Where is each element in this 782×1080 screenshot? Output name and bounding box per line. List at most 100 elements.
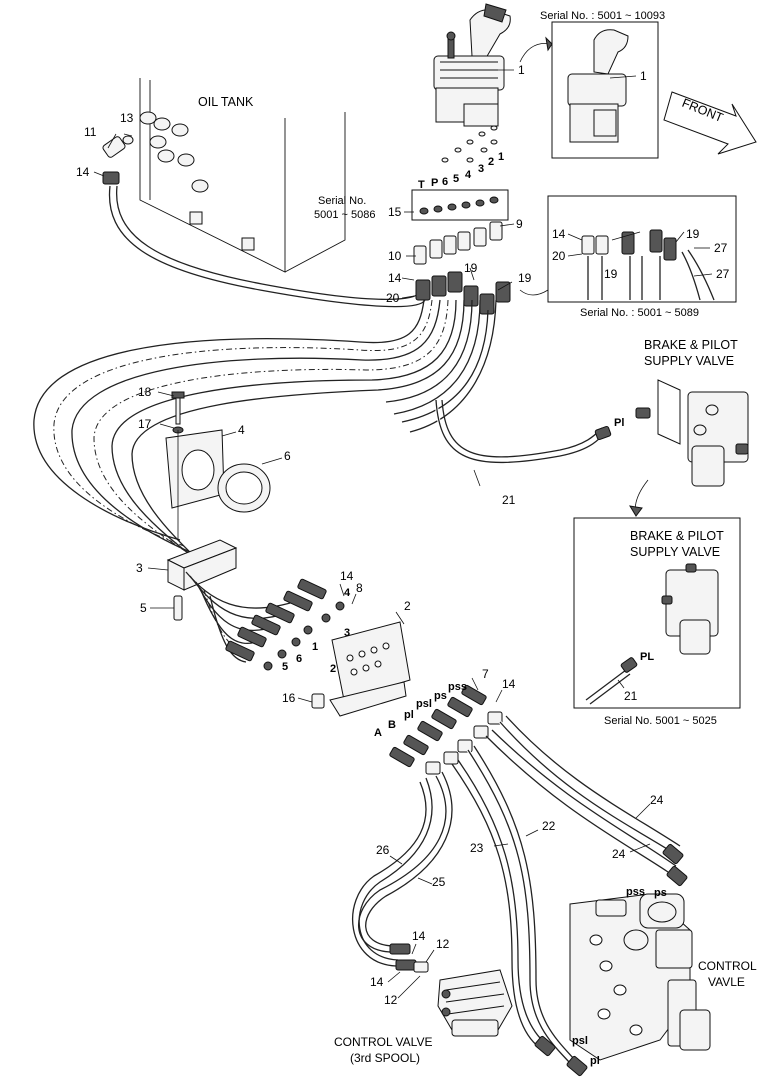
return-hose-to-tank [108,185,426,308]
svg-text:pss: pss [448,681,467,693]
serial-top-right: Serial No. : 5001 ~ 10093 [540,10,665,22]
port-labels-mid: pss ps psl pl B A pss ps psl pl 4 3 2 1 … [282,587,667,1067]
svg-text:6: 6 [442,176,448,188]
inset-joystick-serial-10093: Serial No. : 5001 ~ 10093 [519,10,665,159]
svg-text:15: 15 [388,205,402,219]
svg-text:BRAKE & PILOT: BRAKE & PILOT [644,338,738,352]
tank-elbow-fitting [102,135,134,185]
svg-text:1: 1 [312,641,318,653]
control-valve-hoses [352,715,688,1077]
svg-text:17: 17 [138,417,152,431]
hoses-to-manifold [185,571,345,671]
callout-numbers: 1 1 13 11 14 15 9 10 14 20 19 19 14 20 1… [76,63,730,1007]
svg-text:Serial No.: Serial No. [318,195,366,207]
joystick-hose-fittings [413,221,511,315]
svg-text:SUPPLY VALVE: SUPPLY VALVE [630,545,720,559]
svg-text:4: 4 [344,587,351,599]
svg-text:BRAKE & PILOT: BRAKE & PILOT [630,529,724,543]
oil-tank-title: OIL TANK [198,95,254,109]
svg-text:14: 14 [412,929,426,943]
svg-text:psl: psl [572,1035,588,1047]
svg-text:23: 23 [470,841,484,855]
svg-text:18: 18 [138,385,152,399]
svg-text:11: 11 [84,125,97,139]
svg-text:T: T [418,179,425,191]
svg-text:4: 4 [238,423,245,437]
joystick-valve [433,3,511,127]
joystick-port-fittings [441,125,498,163]
hose-24-a [499,721,673,853]
svg-text:2: 2 [488,156,494,168]
tank-port-cluster [139,111,209,193]
svg-text:6: 6 [296,653,302,665]
svg-text:5: 5 [282,661,288,673]
svg-text:24: 24 [650,793,664,807]
svg-text:ps: ps [434,690,447,702]
svg-text:10: 10 [388,249,402,263]
svg-text:13: 13 [120,111,134,125]
svg-text:2: 2 [404,599,411,613]
svg-text:5: 5 [140,601,147,615]
svg-text:1: 1 [498,151,504,163]
hose-clamp-bracket [165,391,271,540]
svg-text:P: P [431,177,438,189]
svg-text:12: 12 [436,937,450,951]
svg-text:14: 14 [340,569,354,583]
svg-text:14: 14 [388,271,402,285]
svg-text:20: 20 [552,249,566,263]
svg-text:VAVLE: VAVLE [708,975,745,989]
pilot-hose-bundle [33,299,606,571]
svg-text:21: 21 [502,493,516,507]
svg-text:1: 1 [518,63,525,77]
brake-pilot-supply-valve-top: BRAKE & PILOT SUPPLY VALVE Pl [594,338,749,517]
hose-clamp-block [166,539,238,621]
control-valve-3rd-spool: CONTROL VALVE (3rd SPOOL) [334,969,513,1065]
svg-text:4: 4 [465,169,472,181]
svg-text:psl: psl [416,698,432,710]
svg-text:A: A [374,727,382,739]
svg-text:ps: ps [654,887,667,899]
hose-21-main [435,399,605,464]
inset-brake-pilot-serial-5025: BRAKE & PILOT SUPPLY VALVE PL Serial No.… [573,517,741,727]
svg-text:19: 19 [686,227,700,241]
svg-text:CONTROL: CONTROL [698,959,757,973]
svg-text:SUPPLY VALVE: SUPPLY VALVE [644,354,734,368]
svg-text:21: 21 [624,689,638,703]
svg-text:14: 14 [552,227,566,241]
callout-leaders [93,69,713,999]
svg-text:5: 5 [453,173,459,185]
svg-text:CONTROL VALVE: CONTROL VALVE [334,1035,432,1049]
svg-text:B: B [388,719,396,731]
svg-text:12: 12 [384,993,398,1007]
hose-25 [357,775,447,953]
svg-text:19: 19 [518,271,532,285]
svg-text:3: 3 [478,163,484,175]
svg-text:26: 26 [376,843,390,857]
svg-text:Serial No. : 5001 ~ 5089: Serial No. : 5001 ~ 5089 [580,307,699,319]
serial-box-5086: Serial No. 5001 ~ 5086 [314,189,509,221]
svg-text:(3rd SPOOL): (3rd SPOOL) [350,1051,420,1065]
svg-text:24: 24 [612,847,626,861]
inset-fittings-serial-5089: Serial No. : 5001 ~ 5089 [519,195,737,319]
svg-text:8: 8 [356,581,363,595]
svg-text:5001 ~ 5086: 5001 ~ 5086 [314,209,375,221]
svg-text:22: 22 [542,819,556,833]
svg-text:7: 7 [482,667,489,681]
svg-text:19: 19 [464,261,478,275]
front-direction-arrow: FRONT [663,91,757,155]
svg-text:19: 19 [604,267,618,281]
svg-text:2: 2 [330,663,336,675]
svg-text:20: 20 [386,291,400,305]
svg-text:Pl: Pl [614,417,624,429]
svg-text:3: 3 [136,561,143,575]
joystick-port-labels: T P 6 5 4 3 2 1 [418,151,504,191]
svg-text:pl: pl [404,709,414,721]
svg-text:pl: pl [590,1055,600,1067]
svg-text:3: 3 [344,627,350,639]
svg-text:1: 1 [640,69,647,83]
svg-text:27: 27 [714,241,728,255]
svg-text:6: 6 [284,449,291,463]
svg-text:Serial No. 5001 ~ 5025: Serial No. 5001 ~ 5025 [604,715,717,727]
svg-text:14: 14 [502,677,516,691]
